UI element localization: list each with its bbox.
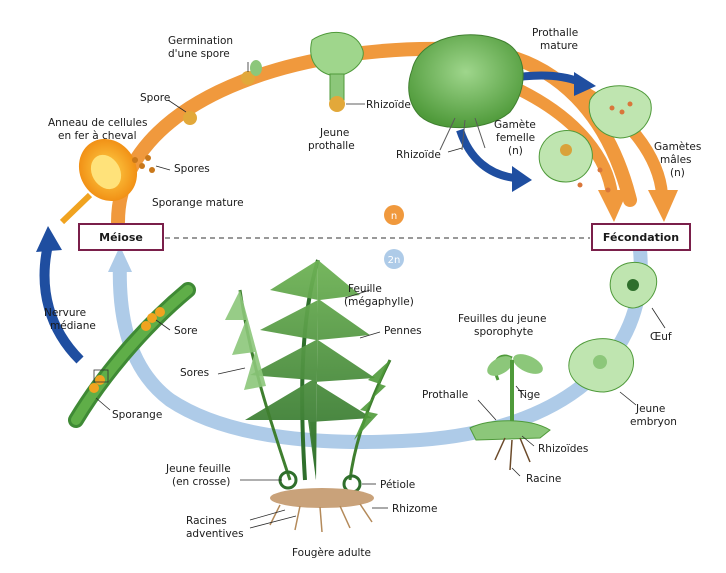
label-stem: Tige [517, 389, 540, 401]
label-female-gamete-line3: (n) [508, 145, 523, 157]
label-young-prothallus-line1: Jeune [319, 127, 349, 139]
label-petiole: Pétiole [380, 479, 415, 491]
label-adventitious-roots-line1: Racines [186, 515, 227, 527]
label-mature-prothallus-line2: mature [540, 40, 578, 52]
label-annulus-line2: en fer à cheval [58, 130, 137, 142]
young-embryo-illustration [568, 338, 635, 393]
mature-sporangium-illustration [59, 138, 155, 225]
label-rhizome: Rhizome [392, 503, 438, 515]
label-annulus-line1: Anneau de cellules [48, 117, 147, 129]
label-sporangium: Sporange [112, 409, 162, 421]
label-mature-sporangium: Sporange mature [152, 197, 244, 209]
label-male-gametes-line1: Gamètes [654, 141, 701, 153]
meiosis-box: Méiose [78, 223, 164, 251]
label-rhizoid-mature: Rhizoïde [396, 149, 441, 161]
label-young-leaf-line1: Jeune feuille [165, 463, 231, 475]
egg-illustration [609, 261, 658, 309]
label-female-gamete-line2: femelle [496, 132, 535, 144]
haploid-label: n [391, 211, 397, 222]
label-prothallus: Prothalle [422, 389, 468, 401]
fertilization-box: Fécondation [591, 223, 691, 251]
label-rhizoids: Rhizoïdes [538, 443, 588, 455]
label-male-gametes-line3: (n) [670, 167, 685, 179]
label-young-embryo-line1: Jeune [635, 403, 665, 415]
meiosis-box-label: Méiose [99, 231, 143, 244]
label-germination-line1: Germination [168, 35, 233, 47]
mature-prothallus-illustration [408, 34, 524, 151]
label-young-embryo-line2: embryon [630, 416, 677, 428]
label-young-prothallus-line2: prothalle [308, 140, 355, 152]
fertilization-box-label: Fécondation [603, 231, 679, 244]
label-leaf-line1: Feuille [348, 283, 382, 295]
label-spores: Spores [174, 163, 210, 175]
fertile-pinna-illustration [68, 282, 196, 428]
diploid-label: 2n [388, 255, 401, 266]
label-midrib-line2: médiane [50, 320, 96, 332]
label-male-gametes-line2: mâles [660, 154, 692, 166]
label-egg: Œuf [650, 331, 672, 343]
label-sori: Sores [180, 367, 209, 379]
label-young-sporophyte-line2: sporophyte [474, 326, 533, 338]
spore-icon [183, 111, 197, 125]
label-midrib-line1: Nervure [44, 307, 86, 319]
haploid-marker: n [384, 205, 404, 225]
archegonium-illustration [538, 130, 593, 183]
young-sporophyte-illustration [469, 354, 551, 471]
label-female-gamete-line1: Gamète [494, 119, 536, 131]
diploid-cycle-arc [108, 246, 648, 449]
adult-fern-illustration [225, 259, 392, 533]
label-germination-line2: d'une spore [168, 48, 230, 60]
label-pinnae: Pennes [384, 325, 422, 337]
label-leaf-line2: (mégaphylle) [344, 296, 414, 308]
label-root: Racine [526, 473, 561, 485]
antheridium-illustration [577, 85, 652, 193]
meiosis-arrow [36, 226, 84, 364]
label-young-leaf-line2: (en crosse) [172, 476, 230, 488]
label-adventitious-roots-line2: adventives [186, 528, 244, 540]
label-spore: Spore [140, 92, 170, 104]
label-adult-fern: Fougère adulte [292, 547, 371, 559]
label-rhizoid-young: Rhizoïde [366, 99, 411, 111]
germinating-spore-illustration [241, 60, 262, 85]
diploid-marker: 2n [384, 249, 404, 269]
young-prothallus-illustration [310, 31, 364, 112]
label-mature-prothallus-line1: Prothalle [532, 27, 578, 39]
label-sorus: Sore [174, 325, 198, 337]
label-young-sporophyte-line1: Feuilles du jeune [458, 313, 546, 325]
